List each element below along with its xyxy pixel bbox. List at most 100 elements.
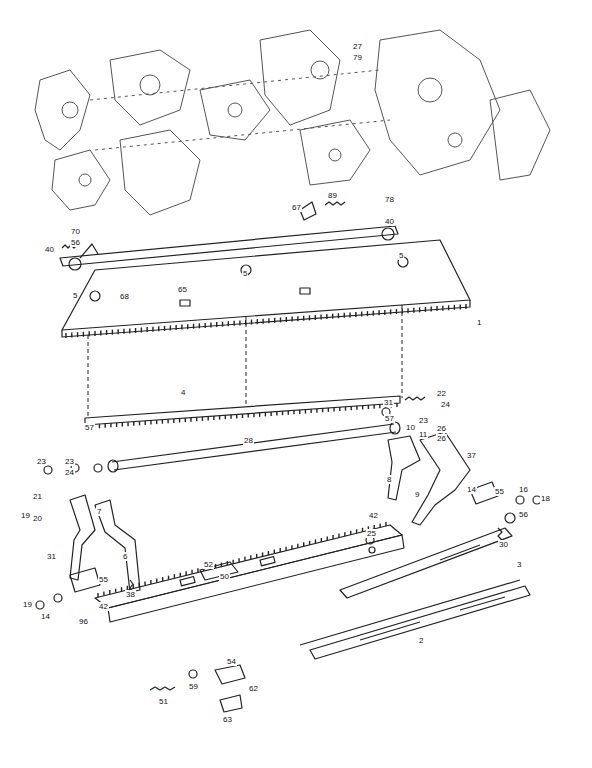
tooth xyxy=(253,413,254,417)
tooth xyxy=(259,413,260,417)
tooth xyxy=(250,555,251,559)
tooth xyxy=(233,321,234,326)
tooth xyxy=(230,415,231,419)
tooth xyxy=(156,420,157,424)
tooth xyxy=(196,417,197,421)
callout-number: 54 xyxy=(226,657,237,666)
tooth xyxy=(305,410,306,414)
tooth xyxy=(94,331,95,336)
tooth xyxy=(407,308,408,313)
callout-number: 27 xyxy=(352,42,363,51)
tooth xyxy=(303,316,304,321)
callout-number: 56 xyxy=(70,238,81,247)
tooth xyxy=(448,305,449,310)
tooth xyxy=(320,315,321,320)
tooth xyxy=(262,319,263,324)
tooth xyxy=(127,422,128,426)
tooth xyxy=(116,423,117,427)
tooth xyxy=(339,407,340,411)
tooth xyxy=(238,558,239,562)
tooth xyxy=(100,330,101,335)
tooth xyxy=(199,323,200,328)
callout-number: 30 xyxy=(498,540,509,549)
tooth xyxy=(280,548,281,552)
tooth xyxy=(262,552,263,556)
rod xyxy=(112,424,396,470)
tooth xyxy=(385,522,386,526)
tooth xyxy=(204,323,205,328)
callout-number: 59 xyxy=(188,682,199,691)
tooth xyxy=(168,576,169,580)
tooth xyxy=(167,419,168,423)
tooth xyxy=(115,589,116,593)
tooth xyxy=(379,404,380,408)
callout-number: 21 xyxy=(32,492,43,501)
tooth xyxy=(460,304,461,309)
callout-number: 67 xyxy=(291,203,302,212)
tooth xyxy=(282,411,283,415)
tooth xyxy=(268,318,269,323)
callout-number: 1 xyxy=(476,318,482,327)
tooth xyxy=(368,405,369,409)
tooth xyxy=(77,332,78,337)
lever xyxy=(388,436,420,500)
callout-number: 4 xyxy=(180,388,186,397)
tooth xyxy=(158,326,159,331)
tooth xyxy=(344,313,345,318)
tooth xyxy=(373,311,374,316)
tooth xyxy=(180,573,181,577)
tooth xyxy=(344,532,345,536)
tooth xyxy=(190,418,191,422)
tooth xyxy=(270,412,271,416)
tooth xyxy=(135,328,136,333)
tooth xyxy=(185,571,186,575)
typewriter-mechanism xyxy=(35,30,550,215)
tooth xyxy=(232,560,233,564)
tooth xyxy=(332,535,333,539)
callout-number: 51 xyxy=(158,697,169,706)
tooth xyxy=(355,312,356,317)
tooth xyxy=(174,574,175,578)
tooth xyxy=(141,328,142,333)
tooth xyxy=(185,418,186,422)
callout-number: 78 xyxy=(384,195,395,204)
tooth xyxy=(181,325,182,330)
tooth xyxy=(121,587,122,591)
tooth xyxy=(328,408,329,412)
callout-number: 68 xyxy=(119,292,130,301)
tooth xyxy=(297,544,298,548)
tooth xyxy=(379,523,380,527)
tooth xyxy=(175,325,176,330)
tooth xyxy=(268,551,269,555)
tooth xyxy=(332,314,333,319)
callout-number: 50 xyxy=(219,572,230,581)
tooth xyxy=(152,327,153,332)
tooth xyxy=(213,416,214,420)
callout-number: 31 xyxy=(46,552,57,561)
tooth xyxy=(349,312,350,317)
tooth xyxy=(103,592,104,596)
tooth xyxy=(117,329,118,334)
tooth xyxy=(228,321,229,326)
tooth xyxy=(65,333,66,338)
callout-number: 11 xyxy=(418,430,428,439)
tooth xyxy=(291,545,292,549)
callout-number: 19 xyxy=(22,600,33,609)
tooth xyxy=(139,421,140,425)
tooth xyxy=(133,584,134,588)
tooth xyxy=(133,422,134,426)
tooth xyxy=(216,322,217,327)
tooth xyxy=(297,316,298,321)
callout-number: 28 xyxy=(243,436,254,445)
tooth xyxy=(436,306,437,311)
tooth xyxy=(112,330,113,335)
tooth xyxy=(396,309,397,314)
tooth xyxy=(150,421,151,425)
tooth xyxy=(109,590,110,594)
callout-number: 40 xyxy=(384,217,395,226)
callout-number: 26 xyxy=(436,424,447,433)
callout-number: 62 xyxy=(248,684,259,693)
callout-number: 23 xyxy=(64,457,75,466)
callout-number: 26 xyxy=(436,434,447,443)
